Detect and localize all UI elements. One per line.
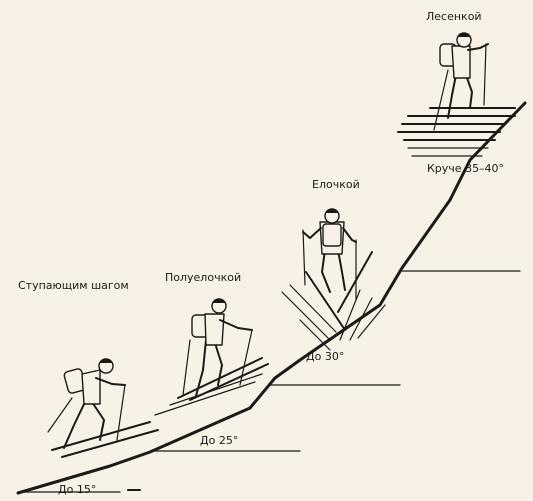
pole-right <box>483 43 487 106</box>
backpack <box>322 223 342 247</box>
cap <box>325 208 339 213</box>
herringbone-tracks <box>281 284 386 351</box>
step-title: Ступающим шагом <box>18 279 129 292</box>
ladder-title: Лесенкой <box>426 10 482 23</box>
track-line <box>169 373 263 406</box>
slope-line <box>16 101 527 495</box>
skier-half-herringbone <box>154 298 269 416</box>
skier-ladder <box>397 32 516 157</box>
ski-right <box>61 429 159 458</box>
leg-back <box>63 399 87 449</box>
leg-left <box>321 249 331 293</box>
leg-front <box>91 401 105 441</box>
ski-left <box>305 271 346 331</box>
leg-front <box>213 339 223 386</box>
arm-right <box>342 227 357 243</box>
ski-right <box>337 251 373 313</box>
arm <box>467 43 489 51</box>
herringbone-title: Елочкой <box>312 178 360 191</box>
skier-step <box>47 358 159 458</box>
cap <box>457 32 471 37</box>
torso <box>204 313 225 346</box>
ladder-angle: Круче 35–40° <box>427 162 504 175</box>
half-herringbone-title: Полуелочкой <box>165 271 241 284</box>
leg-right <box>337 249 346 291</box>
pole-left <box>302 229 306 286</box>
ladder-steps <box>397 107 516 157</box>
step-angle: До 15° <box>58 483 96 496</box>
pole-left <box>433 69 449 131</box>
pole-front <box>116 384 126 441</box>
cap <box>99 358 113 363</box>
arm-left <box>302 227 322 239</box>
pole-back <box>47 397 73 433</box>
leg-right <box>465 74 473 109</box>
herringbone-angle: До 30° <box>306 350 344 363</box>
track-line <box>154 381 256 416</box>
leg-back <box>195 339 207 397</box>
leg-left <box>447 74 457 119</box>
ski-right <box>189 363 269 401</box>
arm <box>219 319 253 331</box>
pole-back <box>182 339 191 396</box>
skier-herringbone <box>281 208 386 351</box>
pole-front <box>239 329 253 386</box>
half-herringbone-angle: До 25° <box>200 434 238 447</box>
cap <box>212 298 226 303</box>
slope-profile <box>16 101 527 495</box>
arm <box>95 377 126 386</box>
torso <box>81 369 101 405</box>
torso <box>451 45 471 79</box>
